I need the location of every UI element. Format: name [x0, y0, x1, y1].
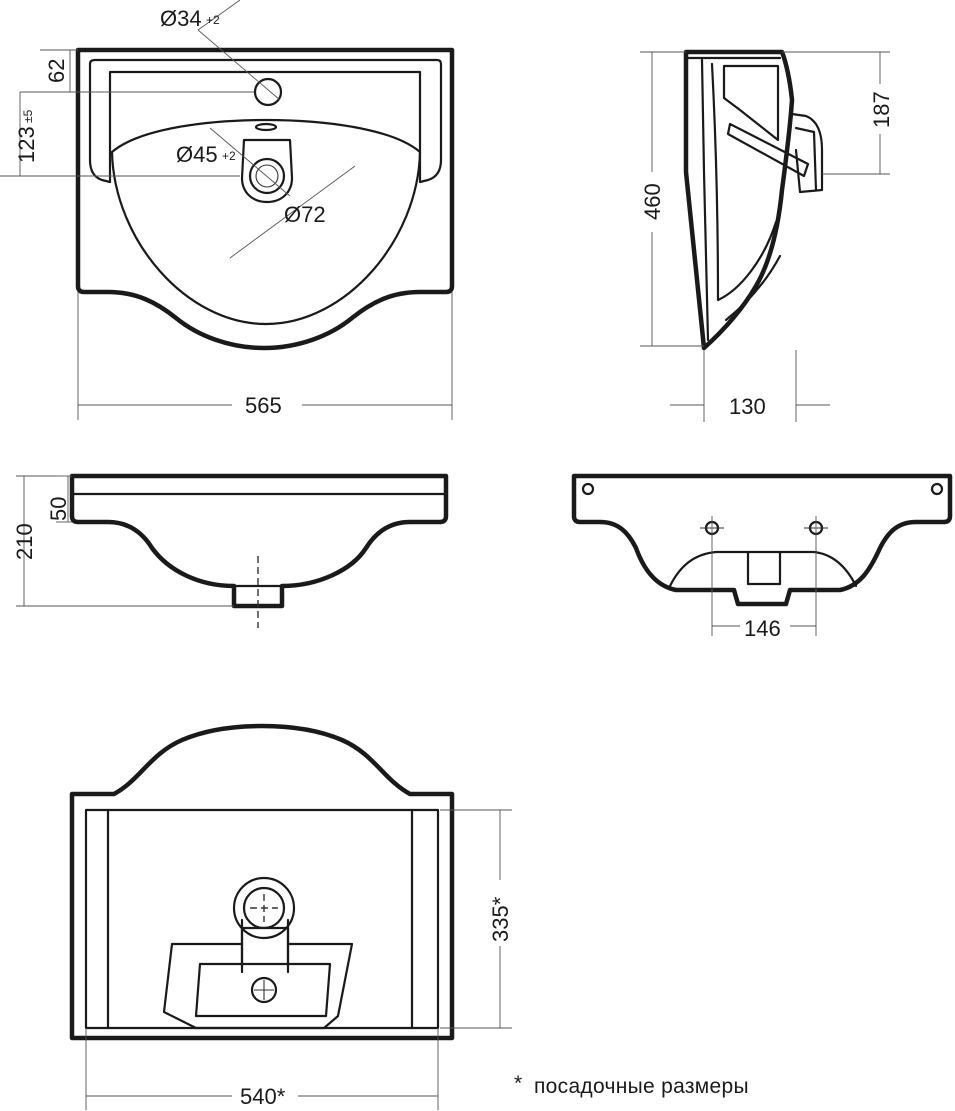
dim-335-label: 335* [488, 896, 513, 942]
dim-d45-tolerance: +2 [222, 149, 236, 163]
side-view [640, 49, 890, 422]
dim-565-label: 565 [245, 393, 282, 418]
dim-62-label: 62 [44, 59, 69, 83]
bottom-view [69, 723, 512, 1110]
dim-123-tolerance: ±5 [21, 109, 35, 123]
bottom-view-drain-ring [232, 876, 296, 940]
note-asterisk: * [514, 1072, 522, 1095]
dim-d34-label: Ø34 [160, 6, 202, 31]
faucet-hole [253, 77, 283, 107]
dim-540-label: 540* [240, 1084, 286, 1109]
dim-50-label: 50 [46, 497, 71, 521]
dim-d34-tolerance: +2 [206, 13, 220, 27]
bottom-view-outline [69, 723, 455, 1041]
dim-460-label: 460 [640, 183, 665, 220]
dim-123-label: 123 [14, 126, 39, 163]
side-view-drain [790, 112, 824, 194]
side-view-outline [683, 49, 795, 351]
note-text: посадочные размеры [534, 1075, 749, 1098]
drain-hole [248, 157, 286, 195]
top-view-outline [75, 47, 455, 351]
rear-view [571, 473, 953, 636]
front-view-outline [69, 473, 449, 609]
rear-view-outline [571, 473, 953, 607]
front-view [16, 473, 449, 628]
drain-boss [240, 138, 294, 204]
top-view-bowl [110, 118, 422, 326]
bottom-view-faucet-hole [250, 976, 278, 1004]
rear-mount-hole-right [930, 482, 944, 496]
dim-146-label: 146 [744, 616, 781, 641]
dim-130-label: 130 [729, 394, 766, 419]
rear-mount-hole-left [581, 482, 595, 496]
dim-187-label: 187 [869, 91, 894, 128]
dim-210-label: 210 [12, 523, 37, 560]
dim-d45-label: Ø45 [176, 142, 218, 167]
top-view [0, 0, 455, 420]
overflow-slot [254, 122, 278, 132]
top-view-rim [88, 58, 443, 184]
dim-d72-label: Ø72 [284, 202, 326, 227]
